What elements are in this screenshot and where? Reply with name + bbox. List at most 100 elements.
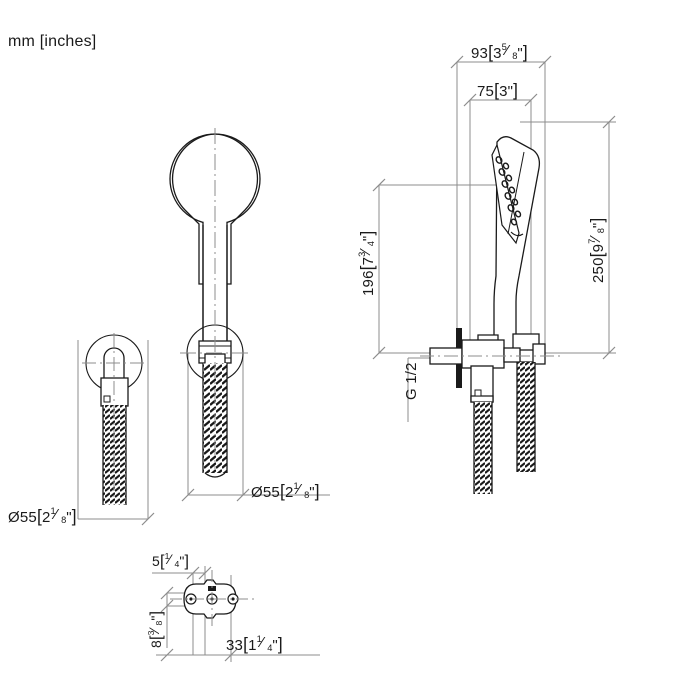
dim-8-tick-a xyxy=(160,586,174,600)
dim-5-den: 4 xyxy=(174,559,180,570)
brk-c-5: ] xyxy=(184,552,190,571)
bracket-arm xyxy=(503,347,521,363)
top-view-centerlines xyxy=(170,570,256,630)
dia-sym-center: Ø xyxy=(251,484,263,501)
dim-75-tick-left xyxy=(463,93,477,107)
dim-55-center-tick-b xyxy=(236,488,250,502)
wallplate-hole-right-dot xyxy=(231,597,235,601)
units-note: mm [inches] xyxy=(8,33,97,50)
left-connector-notch xyxy=(103,395,111,403)
dim-250-tick-top xyxy=(602,115,616,129)
brk-o-55c: [ xyxy=(279,481,285,502)
dim-93-mm: 93 xyxy=(471,45,489,62)
dim-75-tick-right xyxy=(524,93,538,107)
dim-5-num: 1 xyxy=(164,551,170,562)
profile-step xyxy=(510,231,524,237)
inch-55l: " xyxy=(66,509,72,526)
hose-end xyxy=(204,472,226,478)
dim-33-num: 1 xyxy=(256,634,263,645)
inch-93: " xyxy=(517,45,523,62)
inch-75: " xyxy=(507,83,514,100)
inch-5: " xyxy=(179,553,185,569)
inch-55c: " xyxy=(309,484,315,501)
dim-250-den: 8 xyxy=(595,227,606,234)
outlet-body xyxy=(461,339,505,369)
dim-8-tick-b xyxy=(160,599,174,613)
dim-55-left-whole: 2 xyxy=(41,509,51,526)
dim-196-mm: 196 xyxy=(360,270,377,296)
brk-c-55c: ] xyxy=(314,481,320,502)
dim-196-tick-bottom xyxy=(372,346,386,360)
brk-c-196: ] xyxy=(357,230,378,236)
outlet-leg-end xyxy=(470,395,494,403)
dim-55-center-den: 8 xyxy=(304,489,310,500)
profile-highlight xyxy=(507,151,525,235)
dim-5-mm: 5 xyxy=(152,553,160,569)
brk-o-250: [ xyxy=(587,252,608,258)
dim-5-tick-a xyxy=(186,566,200,580)
wallplate-hole-left-dot xyxy=(189,597,193,601)
dim-55-center-whole: 2 xyxy=(284,484,294,501)
dim-55-center-mm: 55 xyxy=(262,484,280,501)
brk-o-5: [ xyxy=(160,552,165,571)
dim-196-den: 4 xyxy=(365,240,376,247)
brk-o-196: [ xyxy=(357,265,378,271)
brk-o-55l: [ xyxy=(36,506,42,527)
spray-nozzles xyxy=(495,156,522,226)
dim-55-left-mm: 55 xyxy=(19,509,37,526)
dim-93-num: 5 xyxy=(501,42,508,53)
dim-55-left-den: 8 xyxy=(61,514,67,525)
dim-75-whole: 3 xyxy=(499,83,508,100)
brk-o-93: [ xyxy=(488,42,494,63)
dim-93-tick-left xyxy=(450,55,464,69)
left-view-centerlines xyxy=(82,333,148,500)
bracket-clip xyxy=(532,343,546,365)
inch-33: " xyxy=(272,637,278,654)
dim-5-tick-b xyxy=(198,566,212,580)
dim-33-den: 4 xyxy=(267,642,273,653)
brk-c-75: ] xyxy=(513,80,519,101)
dia-sym-left: Ø xyxy=(8,509,20,526)
dim-label-5: 5[1⁄4"] xyxy=(152,551,190,571)
dim-8-den: 8 xyxy=(154,620,165,626)
brk-c-8: ] xyxy=(147,610,166,616)
dim-93-den: 8 xyxy=(512,50,518,61)
brk-c-33: ] xyxy=(277,634,283,655)
dim-33-tick-b xyxy=(224,648,238,662)
dim-label-8: 8[3⁄8"] xyxy=(146,610,166,648)
brk-o-33: [ xyxy=(243,634,249,655)
dim-93-whole: 3 xyxy=(493,45,502,62)
brk-o-75: [ xyxy=(494,80,500,101)
dim-55-center-num: 1 xyxy=(293,481,299,492)
dim-33-tick-a xyxy=(160,648,174,662)
outlet-notch xyxy=(474,389,482,397)
side-view-assembly xyxy=(429,136,546,494)
brk-o-8: [ xyxy=(147,635,166,640)
dim-75-mm: 75 xyxy=(477,83,495,100)
dim-55-left-num: 1 xyxy=(50,506,56,517)
dim-250-mm: 250 xyxy=(590,257,607,283)
dim-33-whole: 1 xyxy=(248,637,257,654)
dim-55-center-tick-a xyxy=(181,488,195,502)
dim-55-left-tick xyxy=(141,512,155,526)
side-hose-a-coil xyxy=(474,402,492,494)
brk-c-55l: ] xyxy=(71,506,77,527)
dim-196-tick-top xyxy=(372,178,386,192)
front-view-centerlines xyxy=(180,128,250,470)
wallplate-tab xyxy=(208,586,216,591)
side-hose-b-coil xyxy=(517,362,535,472)
dim-8-mm: 8 xyxy=(148,640,164,648)
dim-250-tick-bottom xyxy=(602,346,616,360)
brk-c-93: ] xyxy=(522,42,528,63)
dim-label-75: 75[3"] xyxy=(477,82,518,99)
dim-33-mm: 33 xyxy=(226,637,244,654)
dim-93-tick-right xyxy=(538,55,552,69)
brk-c-250: ] xyxy=(587,217,608,223)
